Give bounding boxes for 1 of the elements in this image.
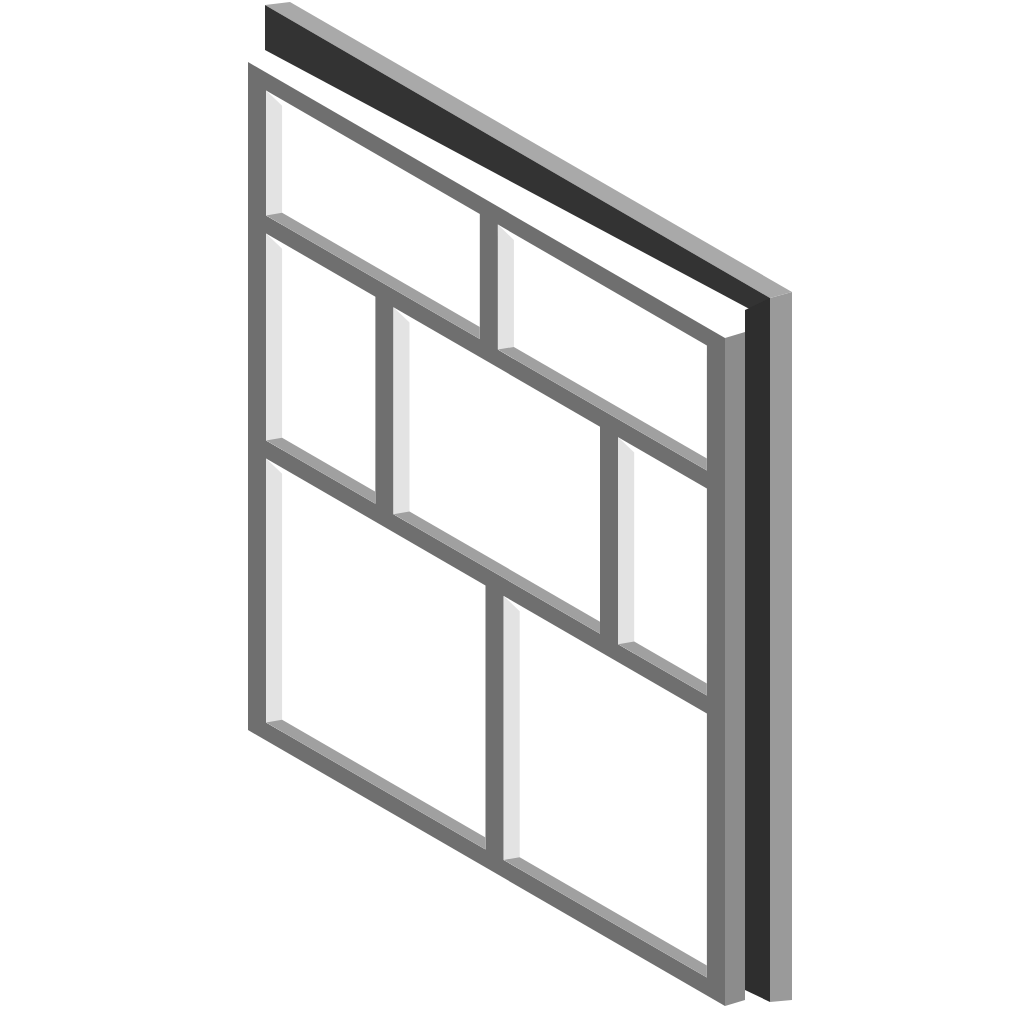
window-frame-drawing — [248, 2, 792, 1006]
